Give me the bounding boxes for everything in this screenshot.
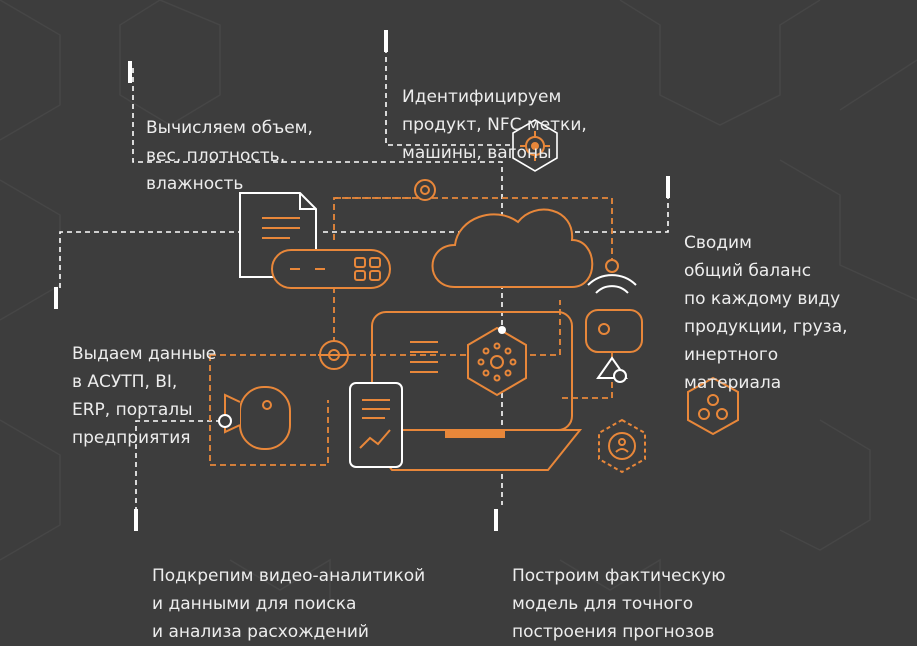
projector-junction xyxy=(613,369,627,383)
tablet-chart-icon xyxy=(349,382,403,468)
caption-marker xyxy=(134,509,138,531)
camera-junction xyxy=(218,414,232,428)
caption-identify: Идентифицируем продукт, NFC метки, машин… xyxy=(384,27,587,167)
caption-volume: Вычисляем объем, вес, плотность, влажнос… xyxy=(128,58,313,198)
caption-marker xyxy=(494,509,498,531)
connector-identify xyxy=(385,48,512,146)
connector-video xyxy=(135,420,225,512)
caption-marker xyxy=(54,287,58,309)
caption-data: Выдаем данные в АСУТП, BI, ERP, порталы … xyxy=(54,284,216,452)
network-hub-icon xyxy=(467,326,527,397)
connector-volume xyxy=(132,68,503,330)
caption-marker xyxy=(128,61,132,83)
caption-video-text: Подкрепим видео-аналитикой и данными для… xyxy=(152,566,426,642)
caption-identify-text: Идентифицируем продукт, NFC метки, машин… xyxy=(402,87,587,163)
cloud-icon xyxy=(431,208,594,288)
server-icon xyxy=(271,249,391,289)
hub-junction-dot xyxy=(498,326,506,334)
caption-video: Подкрепим видео-аналитикой и данными для… xyxy=(134,506,425,646)
caption-model-text: Построим фактическую модель для точного … xyxy=(512,566,726,642)
wifi-icon xyxy=(587,274,637,294)
nodes-hexagon-icon xyxy=(687,376,739,436)
caption-volume-text: Вычисляем объем, вес, плотность, влажнос… xyxy=(146,118,313,194)
wifi-junction xyxy=(605,259,619,273)
connector-data xyxy=(59,231,240,288)
target-icon xyxy=(512,119,558,172)
junction-left xyxy=(318,340,350,370)
projector-icon xyxy=(585,309,643,379)
junction-top xyxy=(414,179,436,201)
diagram-canvas xyxy=(59,48,739,512)
camera-icon xyxy=(224,386,291,450)
caption-marker xyxy=(384,30,388,52)
caption-marker xyxy=(666,176,670,198)
user-cycle-icon xyxy=(598,418,646,474)
caption-balance: Сводим общий баланс по каждому виду прод… xyxy=(666,173,848,397)
caption-data-text: Выдаем данные в АСУТП, BI, ERP, порталы … xyxy=(72,344,217,448)
caption-model: Построим фактическую модель для точного … xyxy=(494,506,726,646)
caption-balance-text: Сводим общий баланс по каждому виду прод… xyxy=(684,233,848,393)
